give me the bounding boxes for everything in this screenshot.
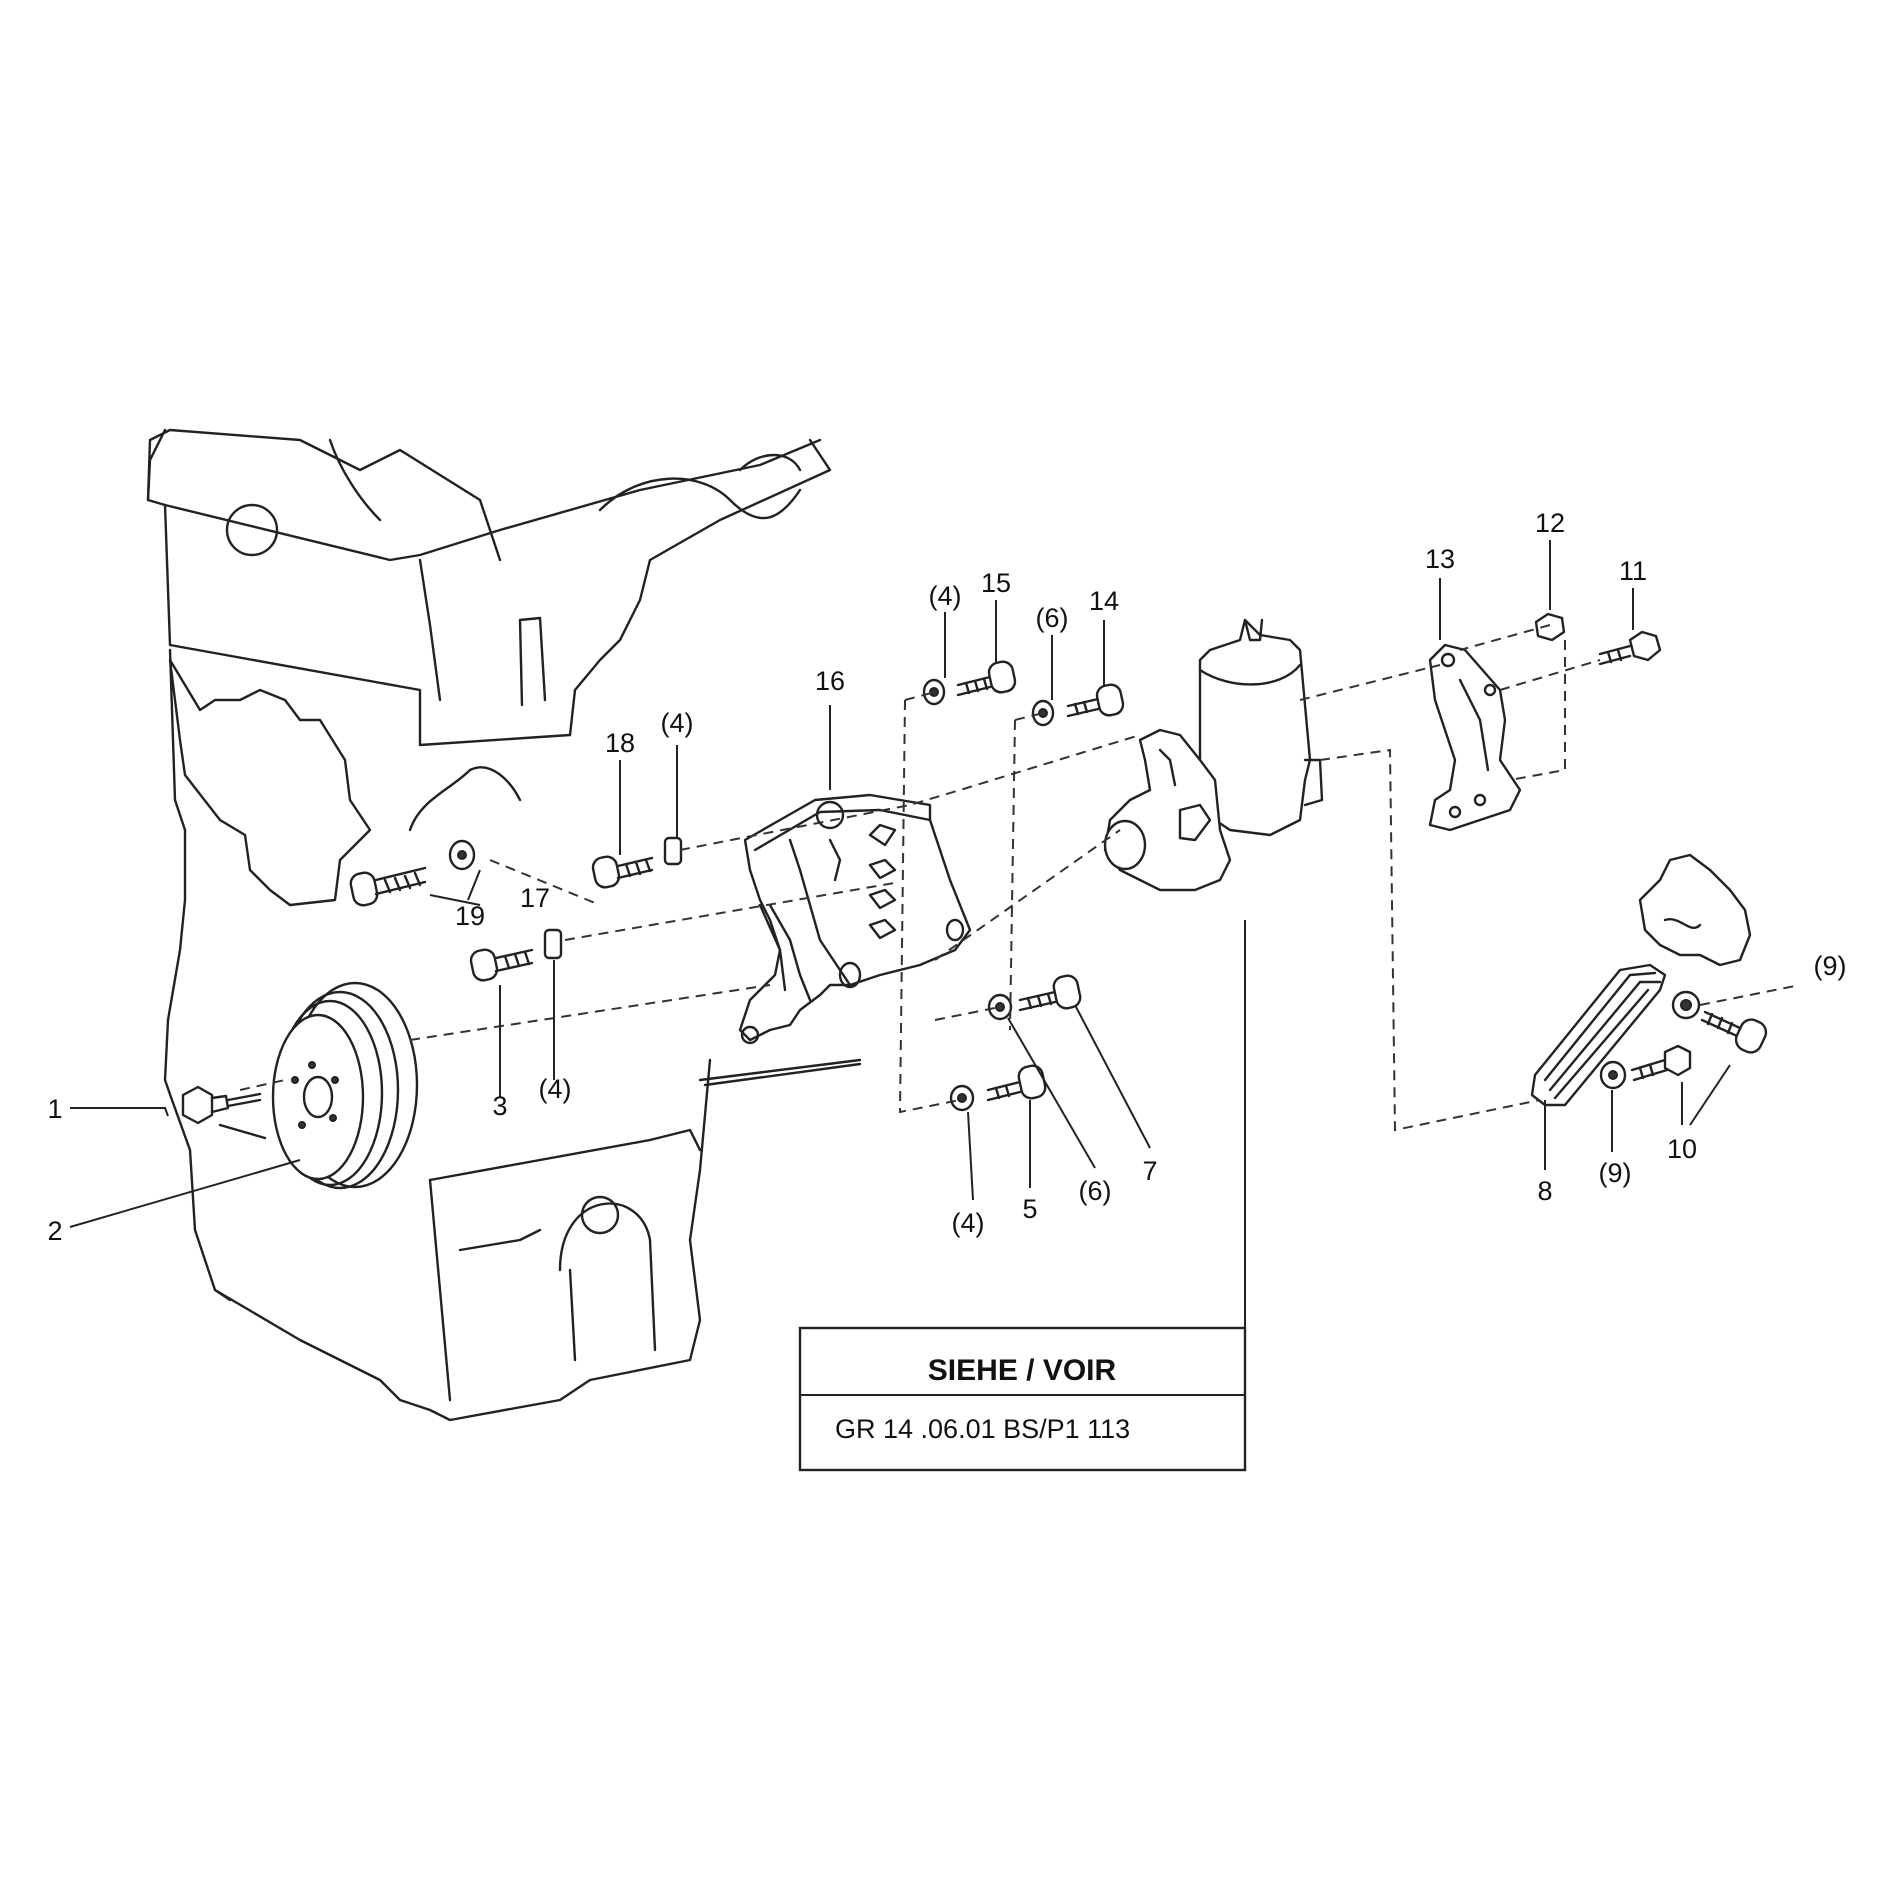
callout-12: 12	[1535, 508, 1565, 538]
callout-6-top: (6)	[1036, 603, 1069, 633]
callout-15: 15	[981, 568, 1011, 598]
bolt-14	[1066, 683, 1125, 718]
callout-14: 14	[1089, 586, 1119, 616]
callout-13: 13	[1425, 544, 1455, 574]
callout-6-bottom: (6)	[1079, 1176, 1112, 1206]
bolt-10-upper	[1700, 1010, 1768, 1054]
washer-9-upper	[1671, 990, 1701, 1020]
callout-11: 11	[1619, 556, 1647, 586]
callout-7: 7	[1142, 1156, 1157, 1186]
engine-mount-bracket	[1638, 853, 1752, 967]
bolt-10-lower	[1630, 1044, 1692, 1082]
pulley-bolt	[181, 1085, 267, 1140]
washer-4-lower	[949, 1084, 975, 1112]
spacer-4-lower	[543, 928, 563, 960]
callout-19: 19	[455, 901, 485, 931]
power-steering-pump	[1103, 618, 1324, 892]
engine-block	[146, 428, 862, 1422]
callout-16: 16	[815, 666, 845, 696]
callout-18: 18	[605, 728, 635, 758]
bolt-19	[349, 866, 427, 907]
washer-6-top	[1031, 699, 1055, 727]
callout-labels: 1 2 3 (4) (4) (4) (4) 5 (6) (6) 7 8 (9) …	[47, 508, 1846, 1246]
callout-17: 17	[520, 883, 550, 913]
callout-10: 10	[1667, 1134, 1697, 1164]
bolt-18	[591, 855, 654, 889]
washer-17	[448, 839, 476, 871]
assembly-guide-lines	[239, 624, 1801, 1132]
callout-leaders	[69, 540, 1731, 1228]
reference-box-code: GR 14 .06.01 BS/P1 113	[835, 1414, 1130, 1444]
callout-9-upper: (9)	[1814, 951, 1847, 981]
bolt-11	[1598, 630, 1662, 666]
bolt-3	[469, 948, 534, 982]
crankshaft-pulley	[271, 981, 419, 1190]
callout-9-lower: (9)	[1599, 1158, 1632, 1188]
spacer-4-upper	[663, 836, 683, 866]
callout-3: 3	[492, 1091, 507, 1121]
callout-8: 8	[1537, 1176, 1552, 1206]
washer-6-lower	[987, 993, 1013, 1021]
mounting-bracket-16	[738, 793, 972, 1045]
reference-box-title: SIEHE / VOIR	[928, 1354, 1117, 1387]
callout-4-bottom: (4)	[952, 1208, 985, 1238]
bolt-15	[956, 660, 1017, 697]
callout-2: 2	[47, 1216, 62, 1246]
drive-belt-8	[1530, 963, 1667, 1107]
nut-12	[1534, 612, 1566, 642]
washer-9-lower	[1599, 1060, 1627, 1090]
callout-4-top: (4)	[929, 581, 962, 611]
washer-4-top	[922, 678, 946, 706]
bolt-7	[1018, 974, 1082, 1012]
callout-1: 1	[47, 1094, 62, 1124]
bracket-13	[1428, 643, 1522, 832]
callout-5: 5	[1022, 1194, 1037, 1224]
reference-box: SIEHE / VOIR GR 14 .06.01 BS/P1 113	[798, 1326, 1247, 1472]
callout-4-upper-left: (4)	[661, 708, 694, 738]
callout-4-lower-left: (4)	[539, 1074, 572, 1104]
